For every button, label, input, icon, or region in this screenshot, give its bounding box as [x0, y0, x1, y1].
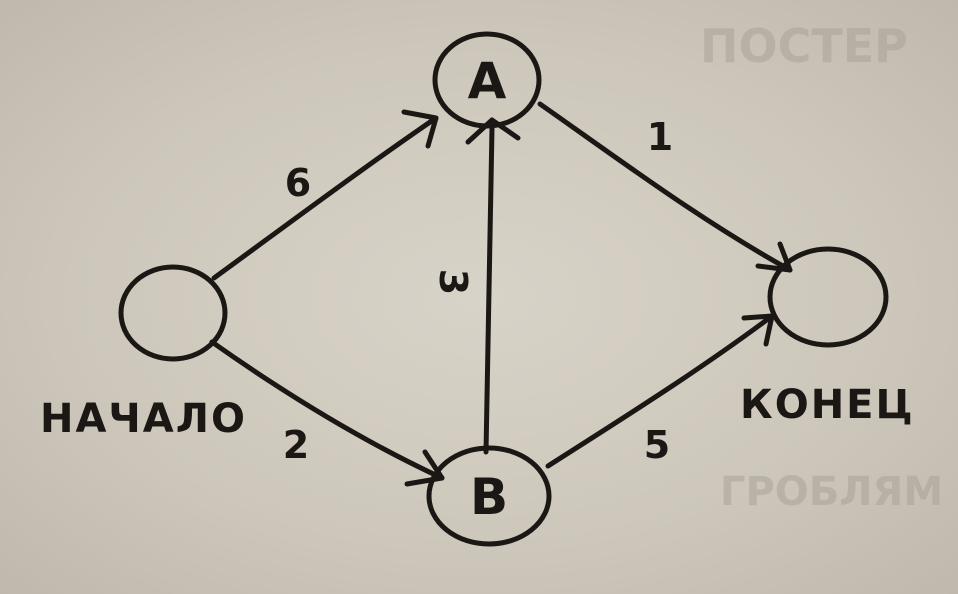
weight-start-to-b: 2 [283, 423, 309, 467]
edges [209, 101, 793, 487]
weight-b-to-a: 3 [431, 269, 475, 295]
edge-a-to-end-arrowhead [755, 241, 793, 273]
node-a-label: A [468, 52, 507, 110]
edge-b-to-a-arrowhead [465, 117, 521, 145]
node-a [432, 31, 542, 129]
edge-b-to-end [545, 313, 775, 469]
node-start [118, 264, 228, 362]
node-end [767, 246, 889, 348]
weight-b-to-end: 5 [644, 423, 670, 467]
edge-b-to-a [483, 125, 495, 455]
node-b-label: B [470, 468, 508, 526]
weight-start-to-a: 6 [285, 161, 311, 205]
edge-start-to-b-arrowhead [404, 449, 445, 487]
start-caption: НАЧАЛО [40, 396, 247, 442]
svg-text:ГРОБЛЯМ: ГРОБЛЯМ [720, 469, 943, 515]
edge-start-to-a [211, 115, 439, 281]
end-caption: КОНЕЦ [740, 382, 915, 428]
svg-text:ПОСТЕР: ПОСТЕР [700, 19, 908, 73]
edge-start-to-a-arrowhead [401, 109, 439, 149]
edge-a-to-end [537, 101, 793, 273]
nodes [118, 31, 889, 547]
node-b [426, 445, 552, 547]
weight-a-to-end: 1 [647, 115, 673, 159]
show-through-text: ПОСТЕР ГРОБЛЯМ [700, 19, 943, 515]
edge-start-to-b [209, 339, 445, 481]
